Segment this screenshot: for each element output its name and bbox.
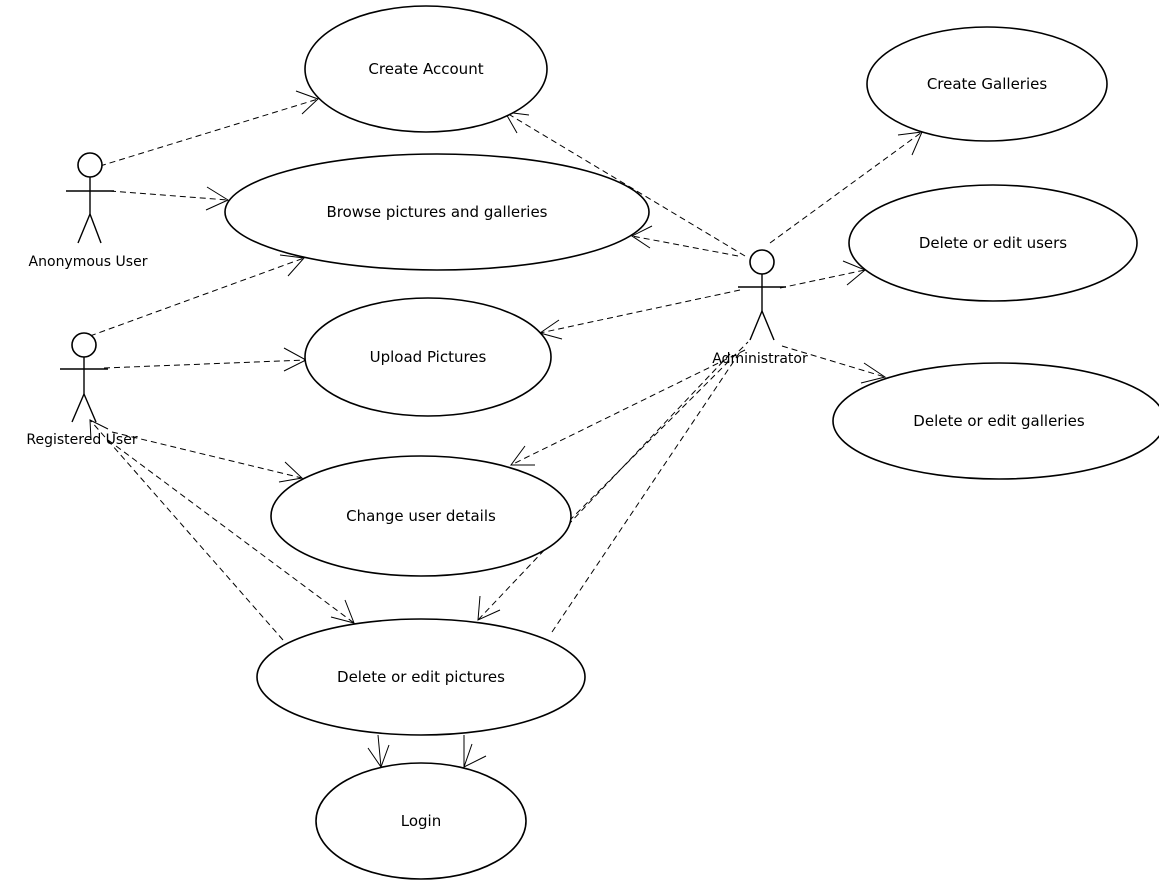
line-registered-change: [111, 431, 303, 479]
arrow-head: [463, 743, 487, 768]
usecase-create-galleries-shape: [866, 26, 1108, 142]
usecase-delete-users[interactable]: Delete or edit users: [848, 184, 1138, 302]
usecase-delete-galleries[interactable]: Delete or edit galleries: [832, 362, 1159, 480]
usecase-delete-users-label: Delete or edit users: [919, 234, 1067, 252]
line-delete-pictures-registered: [89, 419, 284, 641]
usecase-delete-pictures[interactable]: Delete or edit pictures: [256, 618, 586, 736]
usecase-upload[interactable]: Upload Pictures: [304, 297, 552, 417]
usecase-change-details[interactable]: Change user details: [270, 455, 572, 577]
arrow-head: [631, 225, 653, 249]
arrow-head: [89, 419, 109, 441]
line-delete-pictures-admin: [551, 351, 741, 633]
actor-administrator-label: Administrator: [712, 351, 808, 367]
actor-head: [77, 152, 103, 178]
arrow-head: [510, 445, 535, 466]
usecase-create-account[interactable]: Create Account: [304, 5, 548, 133]
arrow-head: [278, 461, 304, 483]
usecase-delete-pictures-label: Delete or edit pictures: [337, 668, 505, 686]
usecase-upload-shape: [304, 297, 552, 417]
actor-registered-user[interactable]: Registered User: [26, 332, 138, 448]
actor-registered-user-label: Registered User: [26, 432, 137, 448]
actor-leg-right: [761, 310, 775, 341]
usecase-delete-users-shape: [848, 184, 1138, 302]
usecase-delete-galleries-shape: [832, 362, 1159, 480]
arrow-head: [295, 90, 319, 115]
usecase-browse-shape: [224, 153, 650, 271]
line-delete-pictures-login-left: [377, 734, 382, 768]
usecase-login-shape: [315, 762, 527, 880]
line-registered-delete-pictures: [107, 439, 355, 624]
actor-head: [749, 249, 775, 275]
line-anonymous-create-account: [99, 98, 319, 167]
arrow-head: [897, 131, 923, 156]
actor-anonymous-user[interactable]: Anonymous User: [29, 152, 148, 270]
usecase-create-account-label: Create Account: [368, 60, 483, 78]
usecase-create-galleries-label: Create Galleries: [927, 75, 1048, 93]
line-admin-upload: [539, 289, 741, 334]
usecase-browse-label: Browse pictures and galleries: [326, 203, 547, 221]
line-admin-delete-users: [779, 269, 866, 289]
line-registered-upload: [103, 359, 307, 369]
arrow-head: [279, 254, 306, 277]
line-admin-delete-pictures: [477, 353, 731, 621]
actor-leg-left: [749, 310, 763, 341]
line-admin-change: [510, 349, 746, 466]
arrow-head: [205, 186, 230, 211]
line-admin-create-account: [504, 111, 746, 257]
usecase-create-account-shape: [304, 5, 548, 133]
usecase-login-label: Login: [401, 812, 441, 830]
line-admin-create-galleries: [769, 131, 923, 244]
arrow-head: [283, 347, 308, 372]
usecase-change-details-shape: [270, 455, 572, 577]
arrow-head: [860, 362, 887, 384]
usecase-upload-label: Upload Pictures: [370, 348, 487, 366]
actor-leg-left: [77, 213, 91, 244]
arrow-head: [330, 599, 355, 624]
usecase-delete-pictures-shape: [256, 618, 586, 736]
usecase-delete-galleries-label: Delete or edit galleries: [913, 412, 1085, 430]
arrow-head: [477, 595, 501, 621]
actor-leg-left: [71, 393, 85, 423]
actor-administrator[interactable]: Administrator: [712, 249, 808, 367]
usecase-change-details-label: Change user details: [346, 507, 496, 525]
line-change-admin: [547, 341, 749, 543]
line-registered-browse: [89, 257, 305, 337]
line-anonymous-browse: [109, 190, 229, 201]
usecase-create-galleries[interactable]: Create Galleries: [866, 26, 1108, 142]
line-admin-delete-galleries: [781, 345, 886, 378]
actor-head: [71, 332, 97, 358]
arrow-head: [367, 744, 390, 769]
actor-leg-right: [83, 393, 97, 423]
line-admin-browse: [631, 235, 739, 257]
usecase-login[interactable]: Login: [315, 762, 527, 880]
actor-anonymous-user-label: Anonymous User: [29, 254, 148, 270]
usecase-browse[interactable]: Browse pictures and galleries: [224, 153, 650, 271]
actor-leg-right: [89, 213, 102, 244]
